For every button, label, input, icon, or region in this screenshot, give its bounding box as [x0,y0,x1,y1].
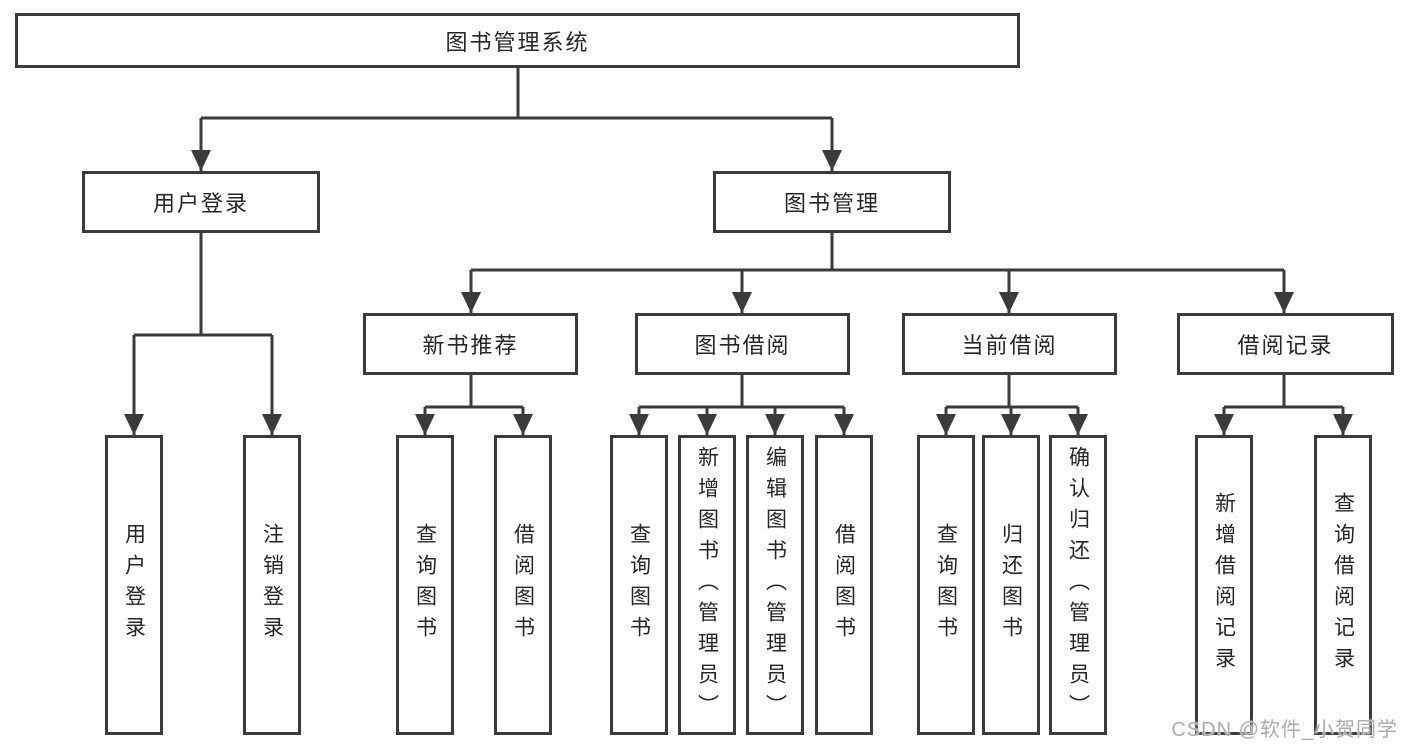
leaf-add-book-admin: 新增图书（管理员） [678,435,736,735]
leaf-edit-book-admin: 编辑图书（管理员） [746,435,804,735]
node-book-mgmt: 图书管理 [713,171,951,233]
leaf-borrow-books-1: 借阅图书 [494,435,552,735]
node-new-book: 新书推荐 [363,313,578,375]
leaf-query-books-3: 查询图书 [917,435,975,735]
node-user-login: 用户登录 [82,171,320,233]
watermark: CSDN @软件_小贺同学 [1171,719,1398,741]
leaf-borrow-books-2: 借阅图书 [815,435,873,735]
node-book-borrow: 图书借阅 [635,313,850,375]
leaf-return-book: 归还图书 [982,435,1040,735]
leaf-query-books-2: 查询图书 [610,435,668,735]
leaf-confirm-return-admin: 确认归还（管理员） [1049,435,1107,735]
leaf-query-books-1: 查询图书 [396,435,454,735]
node-root: 图书管理系统 [15,13,1020,68]
leaf-add-borrow-record: 新增借阅记录 [1195,435,1253,735]
leaf-user-login: 用户登录 [105,435,163,735]
node-borrow-record: 借阅记录 [1177,313,1394,375]
node-current-borrow: 当前借阅 [902,313,1117,375]
leaf-query-borrow-record: 查询借阅记录 [1314,435,1372,735]
leaf-logout: 注销登录 [243,435,301,735]
